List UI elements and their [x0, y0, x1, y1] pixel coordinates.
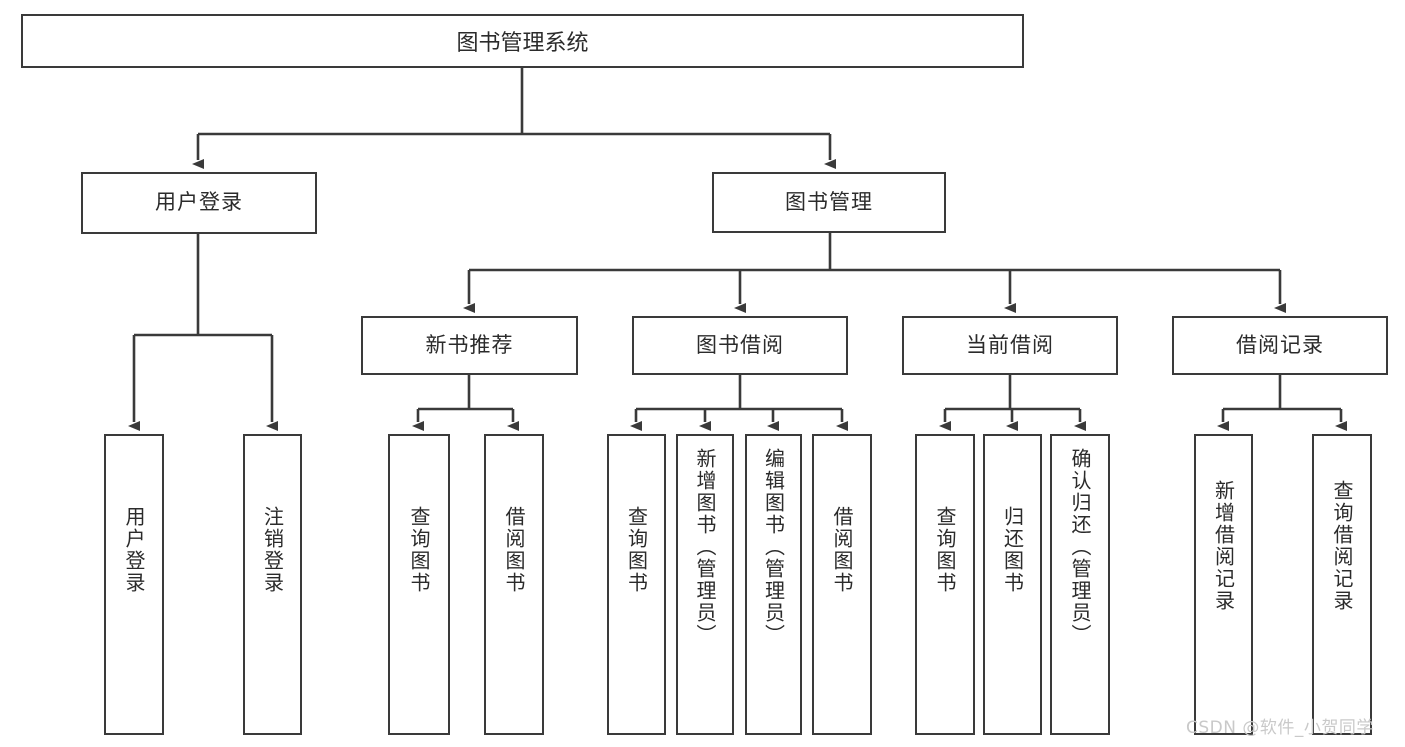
node-label: 新书推荐 — [425, 332, 514, 357]
leaf-query-book[interactable]: 查询图书 — [607, 434, 666, 735]
node-user-login[interactable]: 用户登录 — [81, 172, 317, 234]
leaf-logout[interactable]: 注销登录 — [243, 434, 302, 735]
leaf-add-book-admin[interactable]: 新增图书（管理员） — [676, 434, 734, 735]
leaf-label: 借阅图书 — [502, 506, 526, 594]
node-label: 图书借阅 — [696, 332, 784, 357]
leaf-label: 借阅图书 — [830, 506, 854, 594]
leaf-borrow-book[interactable]: 借阅图书 — [812, 434, 872, 735]
leaf-query-book-recommend[interactable]: 查询图书 — [388, 434, 450, 735]
leaf-edit-book-admin[interactable]: 编辑图书（管理员） — [745, 434, 802, 735]
leaf-label: 新增图书（管理员） — [693, 448, 717, 646]
node-label: 图书管理系统 — [456, 31, 589, 56]
leaf-label: 查询图书 — [933, 506, 957, 594]
leaf-label: 归还图书 — [1000, 506, 1025, 594]
node-book-borrow[interactable]: 图书借阅 — [632, 316, 848, 375]
leaf-label: 查询图书 — [407, 506, 431, 594]
node-book-management[interactable]: 图书管理 — [712, 172, 946, 233]
node-borrow-record[interactable]: 借阅记录 — [1172, 316, 1388, 375]
node-label: 当前借阅 — [966, 332, 1054, 357]
leaf-user-login[interactable]: 用户登录 — [104, 434, 164, 735]
leaf-label: 查询图书 — [624, 506, 649, 594]
node-new-book-recommend[interactable]: 新书推荐 — [361, 316, 578, 375]
node-label: 借阅记录 — [1236, 332, 1324, 357]
leaf-query-book-current[interactable]: 查询图书 — [915, 434, 975, 735]
node-current-borrow[interactable]: 当前借阅 — [902, 316, 1118, 375]
leaf-confirm-return-admin[interactable]: 确认归还（管理员） — [1050, 434, 1110, 735]
leaf-label: 用户登录 — [122, 506, 146, 594]
leaf-label: 确认归还（管理员） — [1068, 448, 1092, 646]
leaf-query-borrow-record[interactable]: 查询借阅记录 — [1312, 434, 1372, 735]
node-label: 图书管理 — [785, 189, 873, 214]
leaf-label: 新增借阅记录 — [1211, 480, 1236, 612]
leaf-return-book[interactable]: 归还图书 — [983, 434, 1042, 735]
node-label: 用户登录 — [155, 190, 243, 215]
leaf-add-borrow-record[interactable]: 新增借阅记录 — [1194, 434, 1253, 735]
leaf-label: 编辑图书（管理员） — [761, 448, 786, 646]
csdn-watermark: CSDN @软件_小贺同学 — [1186, 718, 1374, 738]
node-root-library-system[interactable]: 图书管理系统 — [21, 14, 1024, 68]
leaf-label: 查询借阅记录 — [1330, 480, 1354, 612]
leaf-label: 注销登录 — [260, 506, 285, 594]
leaf-borrow-book-recommend[interactable]: 借阅图书 — [484, 434, 544, 735]
